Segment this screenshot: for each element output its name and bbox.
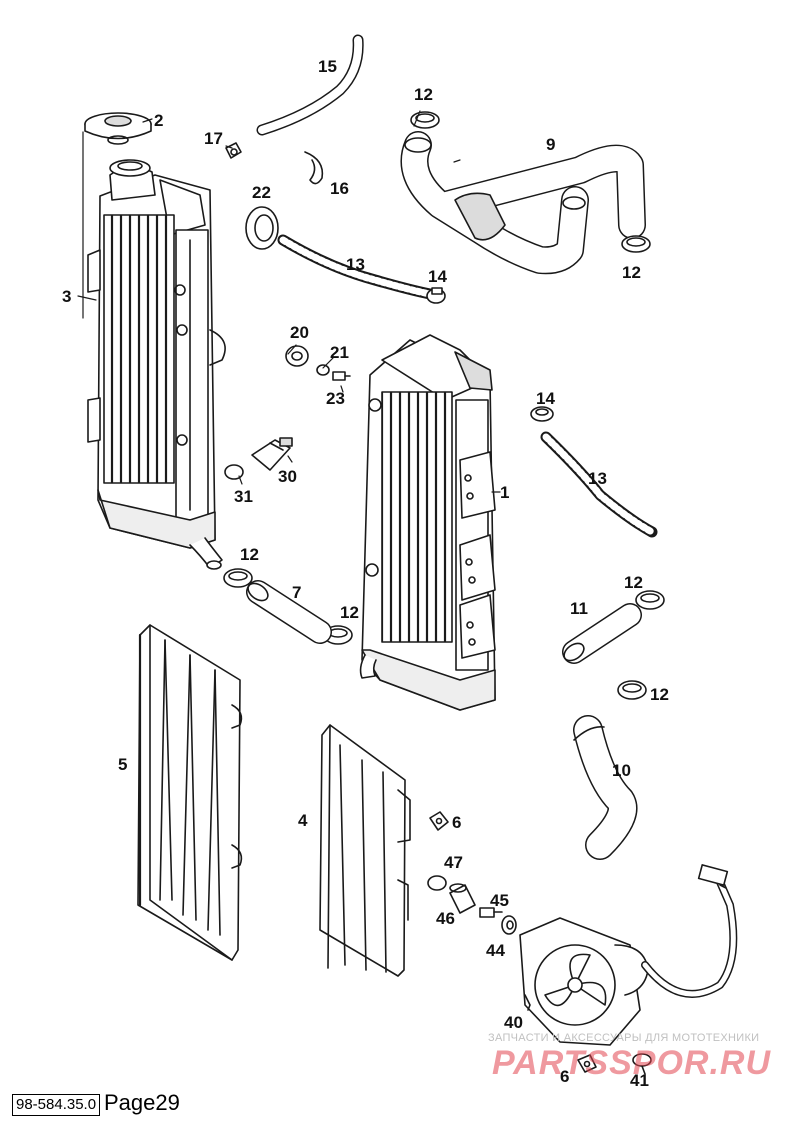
callout-12-mid: 12 xyxy=(340,603,359,622)
callout-6-lower: 6 xyxy=(560,1067,569,1086)
callout-20: 20 xyxy=(290,323,309,342)
hose-10-part xyxy=(573,715,638,860)
callout-13-left: 13 xyxy=(346,255,365,274)
callout-46: 46 xyxy=(436,909,455,928)
louvre-5-part xyxy=(137,624,243,961)
callout-11: 11 xyxy=(570,599,588,618)
clamp-14a-part xyxy=(426,287,446,304)
clamp-12b-part xyxy=(621,235,651,253)
callout-45: 45 xyxy=(490,891,509,910)
callout-40: 40 xyxy=(504,1013,523,1032)
spacer-46-part xyxy=(449,883,476,914)
callout-14-left: 14 xyxy=(428,267,447,286)
clamp-14b-part xyxy=(530,406,554,422)
callout-1: 1 xyxy=(500,483,509,502)
callout-14-right: 14 xyxy=(536,389,555,408)
callout-7: 7 xyxy=(292,583,301,602)
callout-12-hose11: 12 xyxy=(624,573,643,592)
callout-44: 44 xyxy=(486,941,505,960)
clamp-12c-part xyxy=(223,568,253,588)
callout-12-top: 12 xyxy=(414,85,433,104)
callout-5: 5 xyxy=(118,755,127,774)
watermark-caption: ЗАПЧАСТИ И АКСЕССУАРЫ ДЛЯ МОТОТЕХНИКИ xyxy=(488,1032,760,1044)
washer-21-part xyxy=(316,364,330,376)
grommet-44-part xyxy=(501,915,517,935)
callout-47: 47 xyxy=(444,853,463,872)
callout-17: 17 xyxy=(204,129,223,148)
louvre-4-part xyxy=(319,724,411,977)
left-radiator-part xyxy=(87,159,226,570)
callout-12-lower: 12 xyxy=(650,685,669,704)
leader-lines xyxy=(77,110,501,493)
callout-10: 10 xyxy=(612,761,631,780)
right-radiator-part xyxy=(359,334,496,711)
clip-17-part xyxy=(225,142,242,159)
seal-22-part xyxy=(245,206,279,250)
callout-3: 3 xyxy=(62,287,71,306)
clamp-12e-part xyxy=(635,590,665,610)
callout-6-upper: 6 xyxy=(452,813,461,832)
callout-15: 15 xyxy=(318,57,337,76)
fan-40-part xyxy=(519,864,738,1046)
ring-31-part xyxy=(224,464,244,480)
washer-47-part xyxy=(427,875,447,891)
callout-2: 2 xyxy=(154,111,163,130)
clamp-12a-part xyxy=(410,111,440,129)
callout-13-right: 13 xyxy=(588,469,607,488)
spring-clip-16-part xyxy=(304,151,324,185)
callout-41: 41 xyxy=(630,1071,649,1090)
hose-11-part xyxy=(562,603,642,664)
callout-22: 22 xyxy=(252,183,271,202)
screw-23-part xyxy=(332,371,351,381)
watermark-logo: PARTSSPOR.RU xyxy=(492,1044,772,1082)
radiator-cap-part xyxy=(84,112,152,145)
callout-12-right: 12 xyxy=(622,263,641,282)
callout-4: 4 xyxy=(298,811,308,830)
screw-41-part xyxy=(632,1053,652,1075)
callout-30: 30 xyxy=(278,467,297,486)
drawing-code: 98-584.35.0 xyxy=(12,1094,101,1116)
y-hose-9-part xyxy=(400,131,646,275)
nut-6a-part xyxy=(429,811,449,831)
clamp-12f-part xyxy=(617,680,647,700)
callout-labels: 1 2 3 4 5 6 6 7 9 10 11 12 12 12 12 12 1… xyxy=(62,57,669,1090)
grommet-20-part xyxy=(285,345,309,367)
callout-12-left: 12 xyxy=(240,545,259,564)
callout-9: 9 xyxy=(546,135,555,154)
callout-31: 31 xyxy=(234,487,253,506)
nut-6b-part xyxy=(577,1054,597,1073)
callout-23: 23 xyxy=(326,389,345,408)
callout-21: 21 xyxy=(330,343,349,362)
sensor-30-part xyxy=(251,437,293,471)
page-number: Page29 xyxy=(104,1090,180,1115)
bolt-45-part xyxy=(479,907,503,918)
hose-7-part xyxy=(246,580,332,644)
callout-16: 16 xyxy=(330,179,349,198)
